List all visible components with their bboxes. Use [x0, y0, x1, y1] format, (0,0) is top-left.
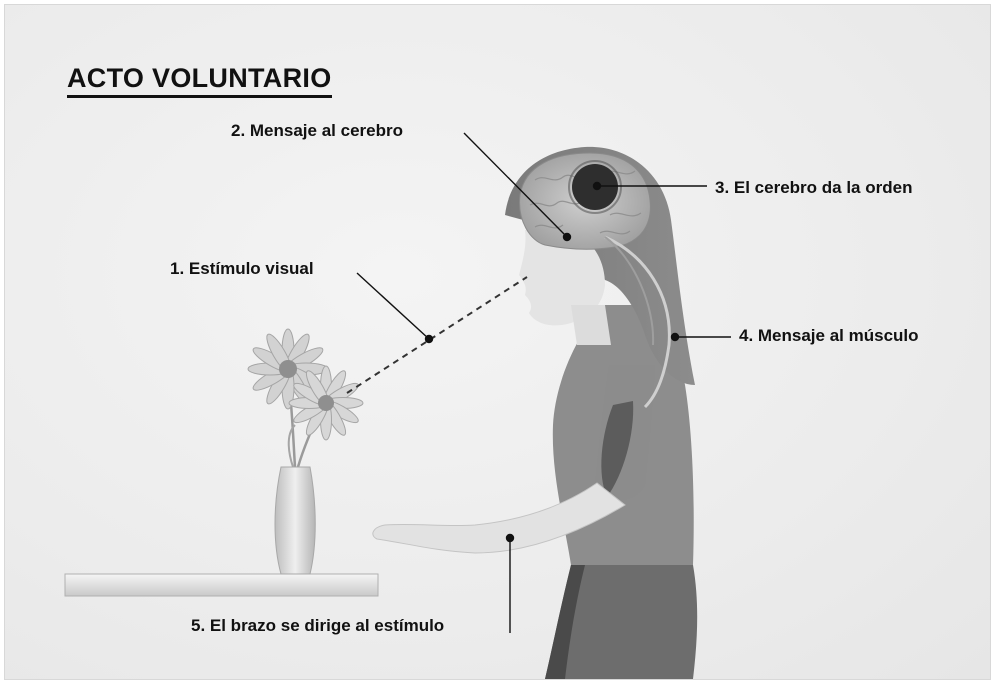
shelf — [65, 574, 378, 596]
diagram-canvas: ACTO VOLUNTARIO 1. Estímulo visual 2. Me… — [4, 4, 991, 680]
label-arm-moves: 5. El brazo se dirige al estímulo — [191, 616, 444, 636]
label-brain-order: 3. El cerebro da la orden — [715, 178, 912, 198]
sight-line — [347, 277, 527, 393]
woman-figure — [373, 147, 697, 679]
label-visual-stimulus: 1. Estímulo visual — [170, 259, 314, 279]
label-message-to-muscle: 4. Mensaje al músculo — [739, 326, 919, 346]
diagram-title: ACTO VOLUNTARIO — [67, 63, 332, 98]
label-message-to-brain: 2. Mensaje al cerebro — [231, 121, 403, 141]
